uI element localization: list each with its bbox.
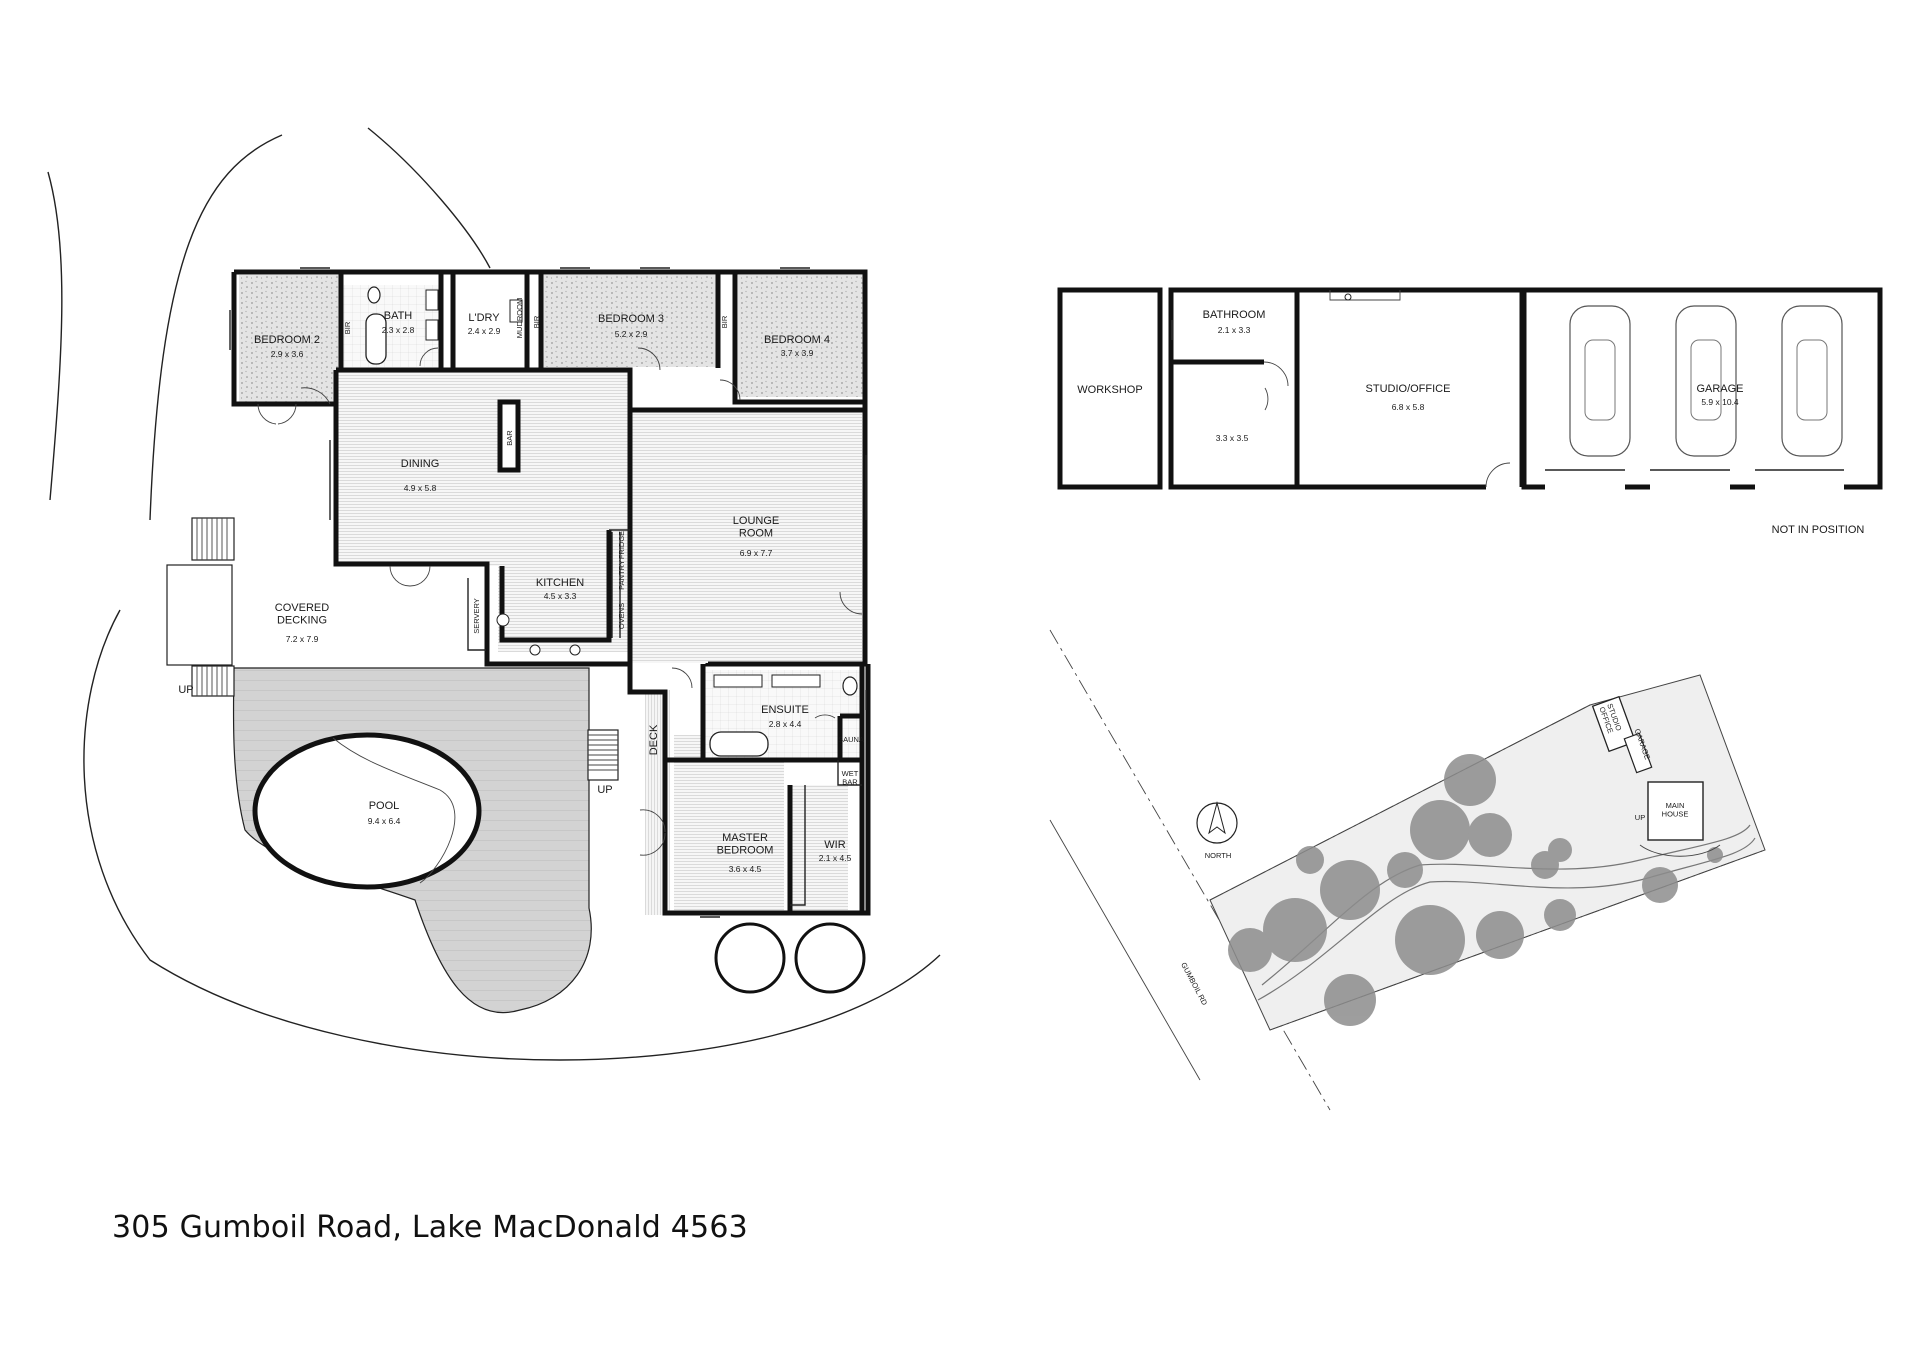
label-fridge: FRIDGE xyxy=(617,531,626,559)
not-in-position-note: NOT IN POSITION xyxy=(1772,524,1865,536)
room-name-bathroom: BATHROOM xyxy=(1203,309,1266,321)
room-name-wir: WIR xyxy=(824,839,845,851)
room-dims-garage: 5.9 x 10.4 xyxy=(1701,397,1739,407)
room-dims-dining: 4.9 x 5.8 xyxy=(404,483,437,493)
room-name-studio: STUDIO/OFFICE xyxy=(1366,383,1451,395)
site-plan xyxy=(1049,629,1766,1111)
label-bir-left: BIR xyxy=(343,321,352,334)
room-dims-kitchen: 4.5 x 3.3 xyxy=(544,591,577,601)
label-north: NORTH xyxy=(1205,851,1232,860)
north-arrow-icon xyxy=(1196,802,1238,844)
label-servery: SERVERY xyxy=(472,598,481,634)
label-pantry: PANTRY xyxy=(617,560,626,590)
room-dims-wir: 2.1 x 4.5 xyxy=(819,853,852,863)
room-dims-ensuite: 2.8 x 4.4 xyxy=(769,719,802,729)
room-name-workshop: WORKSHOP xyxy=(1077,384,1142,396)
label-up-pool: UP xyxy=(597,784,612,796)
room-name-bath: BATH xyxy=(384,310,413,322)
door-swings xyxy=(257,347,863,856)
room-name-pool: POOL xyxy=(369,800,400,812)
car-icon xyxy=(1569,305,1631,457)
room-dims-studio: 6.8 x 5.8 xyxy=(1392,402,1425,412)
room-dims-covered: 7.2 x 7.9 xyxy=(286,634,319,644)
room-dims-ldry: 2.4 x 2.9 xyxy=(468,326,501,336)
trees xyxy=(1228,754,1723,1026)
room-name-bedroom3: BEDROOM 3 xyxy=(598,313,664,325)
label-up-left: UP xyxy=(178,684,193,696)
room-dims-pool: 9.4 x 6.4 xyxy=(368,816,401,826)
room-labels: BEDROOM 2 2.9 x 3.6 BATH 2.3 x 2.8 L'DRY 2.4 … xyxy=(178,298,1864,1008)
room-dims-bedroom3: 5.2 x 2.9 xyxy=(615,329,648,339)
label-site-up: UP xyxy=(1635,813,1645,822)
label-mudroom: MUDROOM xyxy=(515,298,524,338)
room-name-garage: GARAGE xyxy=(1696,383,1743,395)
label-bar: BAR xyxy=(505,430,514,446)
room-name-ensuite: ENSUITE xyxy=(761,704,809,716)
room-name-kitchen: KITCHEN xyxy=(536,577,584,589)
steps-left-top xyxy=(191,517,235,561)
windows xyxy=(229,267,867,918)
room-dims-bath: 2.3 x 2.8 xyxy=(382,325,415,335)
label-gumboil-rd: GUMBOIL RD xyxy=(1179,961,1209,1007)
label-deck: DECK xyxy=(648,724,660,755)
bath-fixtures xyxy=(365,286,858,757)
room-name-bedroom2: BEDROOM 2 xyxy=(254,334,320,346)
room-dims-lounge: 6.9 x 7.7 xyxy=(740,548,773,558)
car-icon xyxy=(1781,305,1843,457)
main-house-plan xyxy=(47,127,941,1061)
label-sauna: SAUNA xyxy=(838,735,864,744)
property-address: 305 Gumboil Road, Lake MacDonald 4563 xyxy=(112,1210,748,1245)
room-dims-bedroom2: 2.9 x 3.6 xyxy=(271,349,304,359)
room-dims-master: 3.6 x 4.5 xyxy=(729,864,762,874)
room-name-dining: DINING xyxy=(401,458,440,470)
room-name-ldry: L'DRY xyxy=(468,312,500,324)
label-bir-right: BIR xyxy=(720,315,729,328)
car-icon xyxy=(1675,305,1737,457)
room-dims-bedroom4: 3.7 x 3.9 xyxy=(781,348,814,358)
label-bir-mid: BIR xyxy=(532,315,541,328)
steps-left-bottom xyxy=(191,665,235,697)
room-dims-room33: 3.3 x 3.5 xyxy=(1216,433,1249,443)
room-dims-bathroom: 2.1 x 3.3 xyxy=(1218,325,1251,335)
outbuilding-plan xyxy=(1057,287,1883,490)
room-name-bedroom4: BEDROOM 4 xyxy=(764,334,830,346)
label-ovens: OVENS xyxy=(617,603,626,629)
steps-pool xyxy=(587,729,619,781)
